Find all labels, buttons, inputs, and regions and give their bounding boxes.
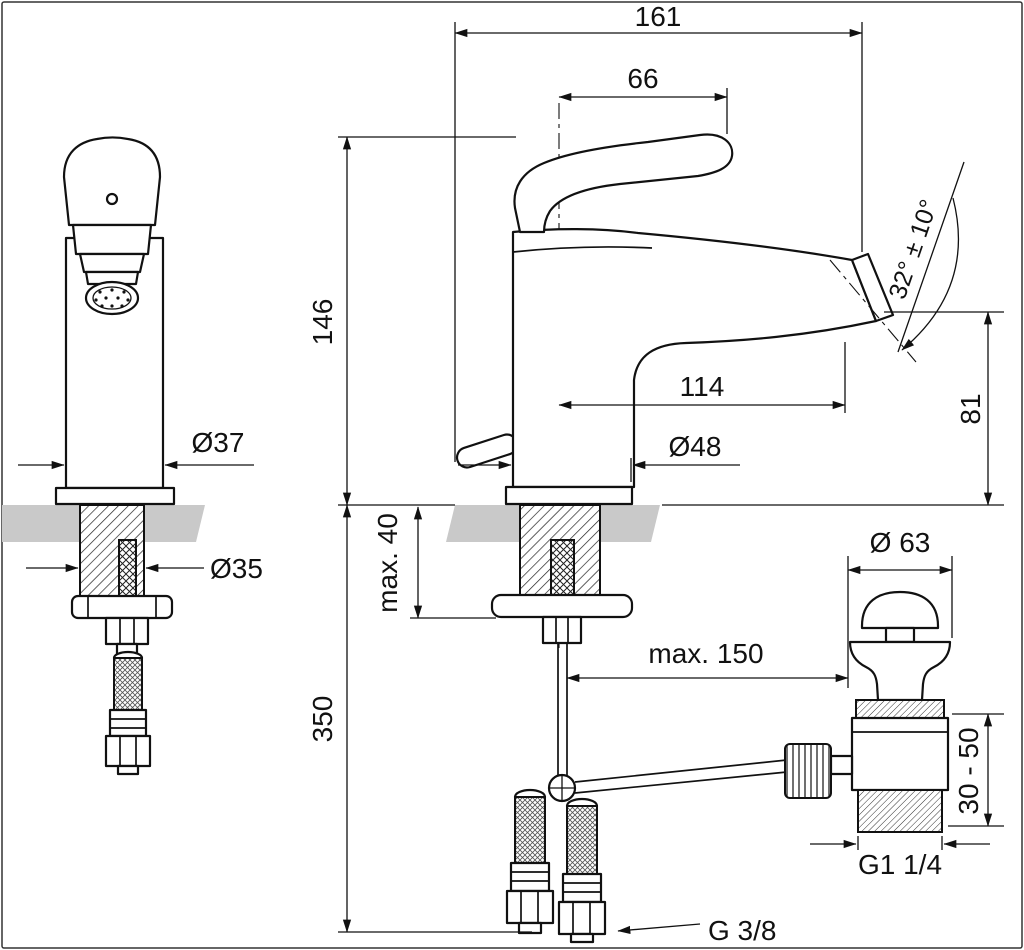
dim-front-body-diameter-label: Ø37 bbox=[192, 427, 245, 458]
dim-spout-angle-label: 32° ± 10° bbox=[883, 196, 943, 303]
dimension-front-body-diameter: Ø37 bbox=[18, 427, 254, 470]
dimension-supply-thread: G 3/8 bbox=[617, 915, 776, 946]
supply-hose-front bbox=[113, 657, 143, 717]
dimension-max-deck-thickness: max. 40 bbox=[372, 506, 496, 619]
stabilizer-washer-side bbox=[490, 593, 634, 619]
hose-stub-left bbox=[517, 921, 543, 935]
dim-plug-diameter-label: Ø 63 bbox=[870, 527, 931, 558]
dim-height-adjust-label: 30 - 50 bbox=[953, 727, 984, 814]
popup-plug-cap bbox=[860, 590, 940, 630]
body-seam-line bbox=[512, 246, 653, 253]
supply-hose-left bbox=[514, 796, 546, 870]
horizontal-linkage-rod bbox=[574, 759, 788, 783]
dimension-hose-drop: 350 bbox=[307, 504, 532, 933]
aerator-step-front bbox=[84, 270, 140, 286]
waste-tailpipe bbox=[857, 789, 943, 833]
sprayer-holes bbox=[94, 288, 130, 308]
rod-clamp-knurled-nut bbox=[784, 743, 832, 799]
dim-max-deck-thickness-label: max. 40 bbox=[372, 513, 403, 613]
mounting-stud-side bbox=[550, 539, 575, 603]
clamp-boss bbox=[829, 754, 854, 776]
dim-overall-length-label: 161 bbox=[635, 1, 682, 32]
side-view bbox=[455, 103, 917, 803]
dimension-rod-reach: max. 150 bbox=[566, 556, 849, 688]
dim-lever-length-label: 66 bbox=[627, 63, 658, 94]
waste-assembly bbox=[784, 590, 952, 833]
lever-handle-side bbox=[513, 133, 734, 234]
dim-hose-drop-label: 350 bbox=[307, 696, 338, 743]
hose-ferrule-left bbox=[509, 861, 551, 893]
front-view bbox=[54, 136, 176, 776]
dim-height-to-deck-label: 146 bbox=[307, 299, 338, 346]
dimension-plug-diameter: Ø 63 bbox=[847, 527, 953, 638]
hose-ferrule-front bbox=[108, 708, 148, 738]
dimension-overall-length: 161 bbox=[454, 1, 863, 462]
aerator-collar-front bbox=[78, 252, 146, 274]
waste-flange bbox=[848, 640, 952, 702]
handle-front bbox=[62, 136, 162, 227]
dimension-base-diameter: Ø48 bbox=[458, 431, 740, 482]
dimension-spout-projection: 114 bbox=[558, 342, 846, 413]
plug-stem bbox=[884, 626, 916, 644]
dim-base-diameter-label: Ø48 bbox=[669, 431, 722, 462]
dimension-height-to-deck: 146 bbox=[307, 136, 516, 506]
dimension-spout-angle: 32° ± 10° bbox=[883, 161, 965, 353]
supply-hose-right bbox=[566, 805, 598, 881]
mounting-nut-side bbox=[541, 615, 583, 645]
base-flange-front bbox=[54, 486, 176, 506]
hose-ferrule-right bbox=[561, 872, 603, 904]
base-flange-side bbox=[504, 485, 634, 506]
dimension-outlet-height: 81 bbox=[662, 311, 1004, 506]
dim-waste-thread-label: G1 1/4 bbox=[858, 849, 942, 880]
supply-hoses bbox=[505, 788, 607, 944]
aerator-tip bbox=[850, 252, 895, 323]
stabilizer-washer-front bbox=[70, 594, 174, 620]
dimension-shank-diameter: Ø35 bbox=[26, 553, 263, 584]
dim-outlet-height-label: 81 bbox=[955, 393, 986, 424]
body-neck-front bbox=[71, 223, 153, 256]
mounting-nut-front bbox=[104, 616, 150, 646]
hose-stub-front bbox=[116, 764, 140, 776]
sprayer-face-inner bbox=[92, 286, 132, 310]
hose-nut-left bbox=[505, 889, 555, 925]
handle-screw bbox=[105, 192, 119, 206]
hose-stub-right bbox=[569, 932, 595, 944]
dim-rod-reach-label: max. 150 bbox=[648, 638, 763, 669]
dim-supply-thread-label: G 3/8 bbox=[708, 915, 776, 946]
dimension-height-adjust: 30 - 50 bbox=[948, 713, 1004, 827]
dim-spout-projection-label: 114 bbox=[680, 371, 725, 402]
waste-body bbox=[850, 716, 950, 792]
waste-thread-collar bbox=[855, 699, 945, 719]
hose-nut-front bbox=[104, 734, 152, 768]
dimension-waste-thread: G1 1/4 bbox=[810, 836, 990, 880]
dimension-lever-length: 66 bbox=[558, 63, 728, 134]
mounting-stud-front bbox=[118, 539, 137, 601]
dim-shank-diameter-label: Ø35 bbox=[210, 553, 263, 584]
hose-nut-right bbox=[557, 900, 607, 936]
